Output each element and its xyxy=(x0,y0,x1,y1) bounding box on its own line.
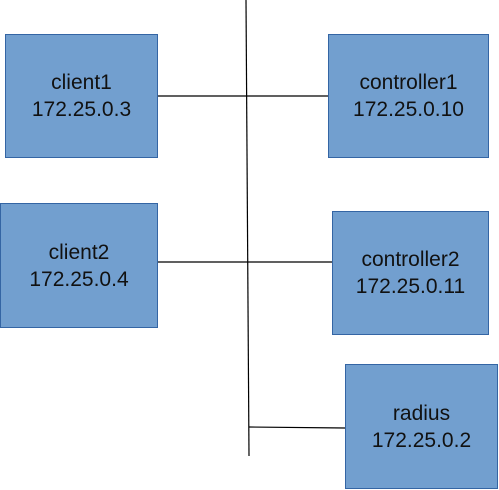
node-ip: 172.25.0.10 xyxy=(353,98,464,121)
node-label: client2 xyxy=(48,240,110,264)
node-ip: 172.25.0.3 xyxy=(31,98,132,121)
node-client1: client1 172.25.0.3 xyxy=(5,34,158,158)
node-ip: 172.25.0.2 xyxy=(371,428,472,452)
node-label: radius xyxy=(392,401,451,425)
node-controller1: controller1 172.25.0.10 xyxy=(328,34,489,158)
node-client2: client2 172.25.0.4 xyxy=(0,203,158,328)
node-label: client1 xyxy=(51,71,112,94)
network-bus-line xyxy=(245,0,250,457)
link-radius xyxy=(248,426,346,429)
node-ip: 172.25.0.4 xyxy=(29,267,129,291)
node-ip: 172.25.0.11 xyxy=(355,275,466,298)
node-radius: radius 172.25.0.2 xyxy=(345,364,498,489)
node-label: controller1 xyxy=(359,71,458,94)
node-label: controller2 xyxy=(361,248,460,271)
node-controller2: controller2 172.25.0.11 xyxy=(332,211,489,335)
